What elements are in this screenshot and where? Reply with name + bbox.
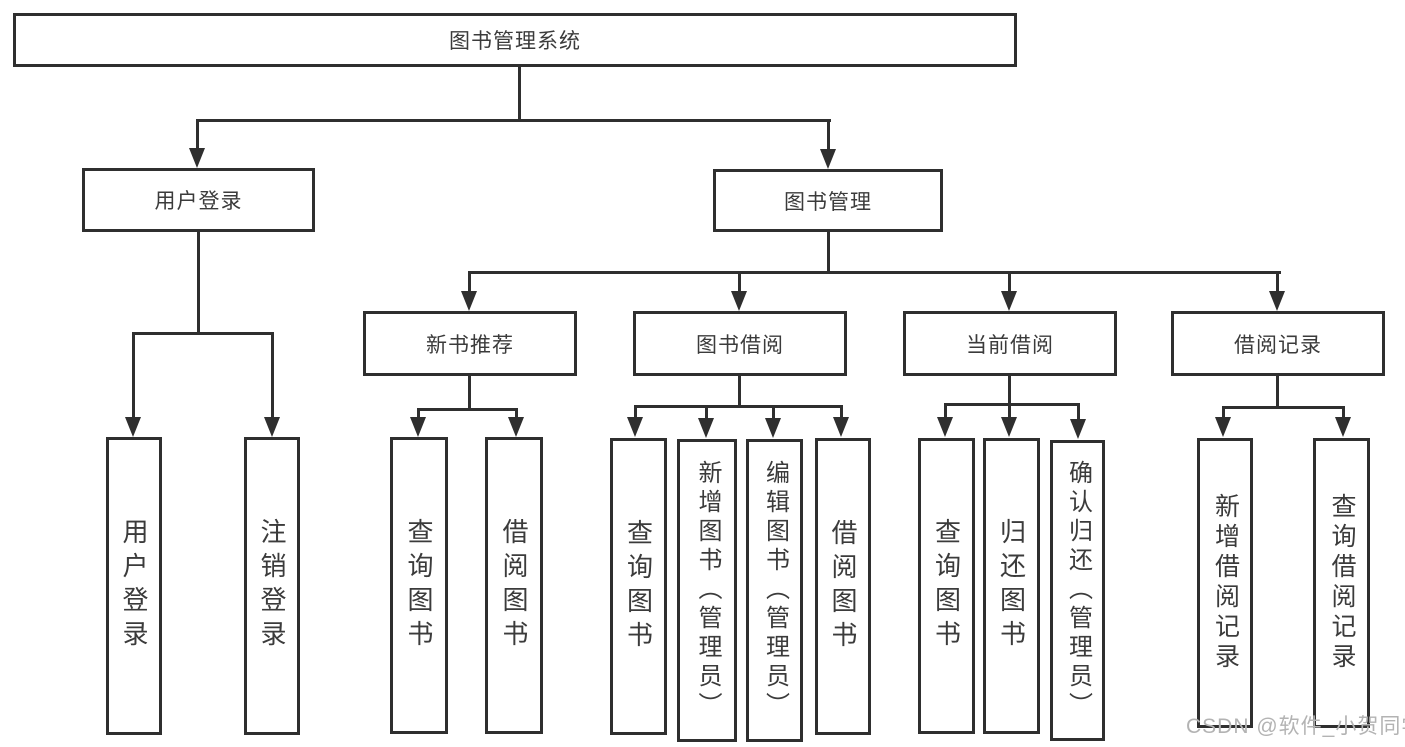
node-root-label: 图书管理系统 xyxy=(449,30,581,53)
connector-l3-drop-2 xyxy=(738,271,741,295)
connector-user-login-left-drop xyxy=(132,332,135,417)
leaf-rec-query-books-label: 查询图书 xyxy=(404,517,434,654)
arrowhead-rec-query-books xyxy=(410,417,426,437)
leaf-rec-borrow-books-label: 借阅图书 xyxy=(499,517,529,654)
node-root: 图书管理系统 xyxy=(13,13,1017,67)
leaf-cb-query-books-label: 查询图书 xyxy=(931,518,962,654)
node-new-book-rec: 新书推荐 xyxy=(363,311,577,376)
connector-l2-right-drop xyxy=(827,119,830,152)
arrowhead-book-borrow xyxy=(731,291,747,311)
arrowhead-bb-query-books xyxy=(627,417,643,437)
connector-book-borrow-drop xyxy=(738,376,741,408)
node-user-login: 用户登录 xyxy=(82,168,315,232)
connector-root-drop xyxy=(518,67,521,122)
connector-borrow-records-stub-1 xyxy=(1222,406,1225,419)
leaf-rec-borrow-books: 借阅图书 xyxy=(485,437,543,734)
arrowhead-br-add-record xyxy=(1215,417,1231,437)
connector-borrow-records-stub-2 xyxy=(1342,406,1345,419)
arrowhead-cb-query-books xyxy=(937,417,953,437)
node-current-borrow: 当前借阅 xyxy=(903,311,1117,376)
connector-l3-drop-4 xyxy=(1276,271,1279,295)
arrowhead-rec-borrow-books xyxy=(508,417,524,437)
arrowhead-cb-confirm-return xyxy=(1070,419,1086,439)
arrowhead-book-mgmt xyxy=(820,149,836,169)
node-book-mgmt: 图书管理 xyxy=(713,169,943,232)
connector-borrow-records-rail xyxy=(1222,406,1345,409)
leaf-bb-edit-books: 编辑图书（管理员） xyxy=(746,439,803,742)
connector-book-borrow-stub-1 xyxy=(634,405,637,419)
connector-new-book-rec-stub-2 xyxy=(515,408,518,420)
connector-current-borrow-rail xyxy=(944,403,1080,406)
connector-current-borrow-stub-1 xyxy=(944,403,947,419)
node-book-borrow: 图书借阅 xyxy=(633,311,847,376)
connector-current-borrow-stub-3 xyxy=(1077,403,1080,419)
connector-l2-rail xyxy=(196,119,831,122)
node-borrow-records: 借阅记录 xyxy=(1171,311,1385,376)
connector-current-borrow-stub-2 xyxy=(1008,403,1011,419)
leaf-rec-query-books: 查询图书 xyxy=(390,437,448,734)
connector-current-borrow-drop xyxy=(1008,376,1011,406)
leaf-logout-label: 注销登录 xyxy=(257,518,287,654)
leaf-br-query-record: 查询借阅记录 xyxy=(1313,438,1370,728)
connector-borrow-records-drop xyxy=(1276,376,1279,409)
connector-user-login-right-drop xyxy=(271,332,274,417)
arrowhead-user-login xyxy=(189,148,205,168)
connector-l3-drop-3 xyxy=(1008,271,1011,295)
leaf-cb-confirm-return: 确认归还（管理员） xyxy=(1050,440,1105,741)
leaf-logout: 注销登录 xyxy=(244,437,300,735)
arrowhead-br-query-record xyxy=(1335,417,1351,437)
leaf-bb-borrow-books: 借阅图书 xyxy=(815,438,871,735)
leaf-cb-return-books-label: 归还图书 xyxy=(996,518,1027,654)
leaf-bb-query-books: 查询图书 xyxy=(610,438,667,735)
arrowhead-leaf-logout xyxy=(264,417,280,437)
arrowhead-borrow-records xyxy=(1269,291,1285,311)
connector-user-login-drop xyxy=(197,232,200,335)
leaf-br-add-record: 新增借阅记录 xyxy=(1197,438,1253,728)
node-book-borrow-label: 图书借阅 xyxy=(696,333,784,357)
leaf-bb-query-books-label: 查询图书 xyxy=(623,518,654,655)
connector-book-borrow-rail xyxy=(634,405,843,408)
connector-new-book-rec-drop xyxy=(468,376,471,411)
node-book-mgmt-label: 图书管理 xyxy=(784,190,872,214)
arrowhead-bb-borrow-books xyxy=(833,417,849,437)
node-current-borrow-label: 当前借阅 xyxy=(966,333,1054,357)
arrowhead-cb-return-books xyxy=(1001,417,1017,437)
leaf-bb-edit-books-label: 编辑图书（管理员） xyxy=(761,460,789,721)
leaf-bb-borrow-books-label: 借阅图书 xyxy=(828,518,858,655)
leaf-cb-return-books: 归还图书 xyxy=(983,438,1040,734)
connector-book-mgmt-drop xyxy=(827,232,830,274)
csdn-watermark: CSDN @软件_小贺同学 xyxy=(1186,715,1405,738)
arrowhead-bb-add-books xyxy=(698,418,714,438)
arrowhead-bb-edit-books xyxy=(765,418,781,438)
arrowhead-new-book-rec xyxy=(461,291,477,311)
leaf-user-login-label: 用户登录 xyxy=(119,518,149,654)
connector-l2-left-drop xyxy=(196,119,199,151)
arrowhead-current-borrow xyxy=(1001,291,1017,311)
connector-l3-rail xyxy=(468,271,1281,274)
leaf-bb-add-books: 新增图书（管理员） xyxy=(677,439,737,742)
connector-l3-drop-1 xyxy=(468,271,471,295)
leaf-br-query-record-label: 查询借阅记录 xyxy=(1328,493,1356,673)
arrowhead-leaf-login xyxy=(125,417,141,437)
leaf-cb-query-books: 查询图书 xyxy=(918,438,975,734)
leaf-cb-confirm-return-label: 确认归还（管理员） xyxy=(1064,460,1092,721)
leaf-user-login: 用户登录 xyxy=(106,437,162,735)
node-borrow-records-label: 借阅记录 xyxy=(1234,333,1322,357)
node-user-login-label: 用户登录 xyxy=(154,190,243,213)
connector-user-login-rail xyxy=(132,332,274,335)
connector-book-borrow-stub-3 xyxy=(772,405,775,419)
leaf-br-add-record-label: 新增借阅记录 xyxy=(1211,493,1240,673)
leaf-bb-add-books-label: 新增图书（管理员） xyxy=(694,460,721,721)
connector-new-book-rec-rail xyxy=(417,408,518,411)
connector-book-borrow-stub-2 xyxy=(705,405,708,419)
connector-book-borrow-stub-4 xyxy=(840,405,843,419)
node-new-book-rec-label: 新书推荐 xyxy=(426,333,514,357)
connector-new-book-rec-stub-1 xyxy=(417,408,420,420)
